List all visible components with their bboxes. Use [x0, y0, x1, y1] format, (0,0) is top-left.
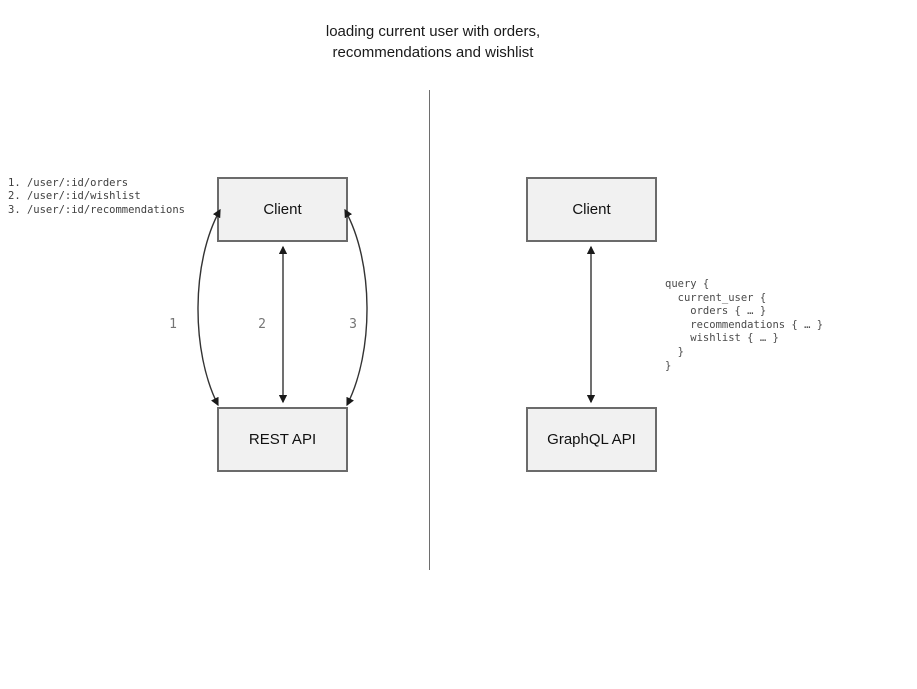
graphql-api-label: GraphQL API — [547, 431, 636, 448]
rest-api-label: REST API — [248, 431, 317, 448]
rest-client-box: Client — [217, 177, 348, 242]
rest-arrow-label-2: 2 — [258, 317, 266, 332]
rest-arrow-label-1: 1 — [169, 317, 177, 332]
rest-arrow-label-3: 3 — [349, 317, 357, 332]
graphql-client-label: Client — [572, 201, 611, 218]
graphql-api-box: GraphQL API — [526, 407, 657, 472]
rest-api-box: REST API — [217, 407, 348, 472]
graphql-client-box: Client — [526, 177, 657, 242]
graphql-query-code: query { current_user { orders { … } reco… — [665, 278, 824, 372]
rest-arc-arrow-3 — [344, 208, 368, 407]
rest-endpoints-list: 1. /user/:id/orders 2. /user/:id/wishlis… — [8, 177, 186, 216]
diagram-title: loading current user with orders, recomm… — [325, 23, 541, 61]
rest-client-label: Client — [263, 201, 302, 218]
divider-line — [429, 90, 430, 570]
